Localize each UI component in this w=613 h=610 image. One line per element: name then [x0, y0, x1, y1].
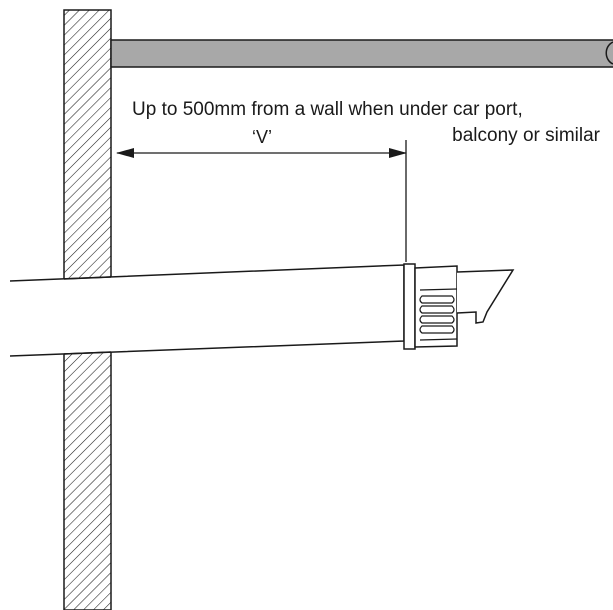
soffit-beam — [110, 39, 613, 68]
flue-terminal-ribs — [419, 288, 458, 341]
wall-upper — [63, 9, 112, 286]
dimension-label-v: ‘V’ — [252, 127, 272, 147]
flue-collar-ring — [403, 263, 416, 350]
annotation-line-2: balcony or similar — [452, 125, 600, 146]
annotation-line-1: Up to 500mm from a wall when under car p… — [132, 99, 523, 120]
soffit-end-curve — [605, 41, 613, 65]
wall-gap-edge-top — [63, 276, 112, 280]
wall-gap-edge-bottom — [63, 351, 112, 355]
flue-terminal-outlet — [456, 269, 515, 324]
wall-lower — [63, 346, 112, 610]
